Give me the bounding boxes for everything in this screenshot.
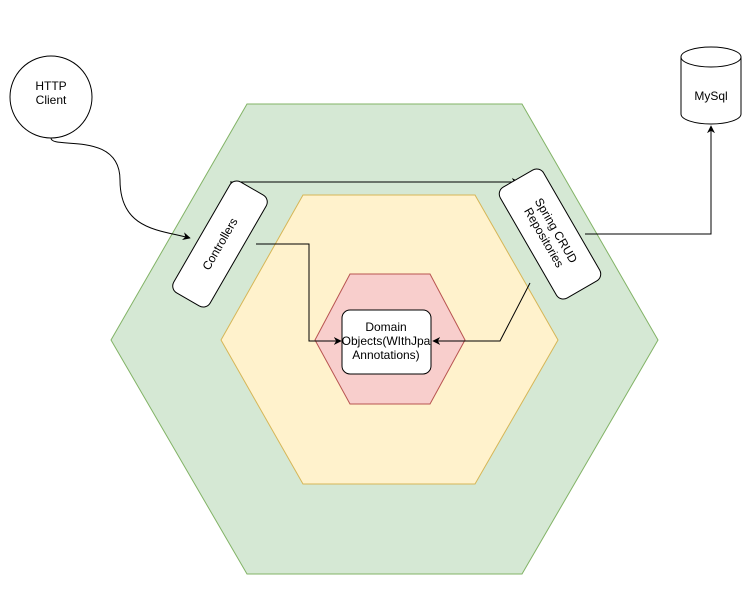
- http-client-node[interactable]: HTTP Client: [9, 55, 93, 139]
- domain-label-line-1: Domain: [365, 320, 406, 334]
- client-to-controllers-edge: [50, 137, 191, 241]
- controllers-to-domain-edge: [256, 243, 342, 345]
- repositories-to-mysql-edge: [585, 125, 715, 235]
- mysql-label: MySql: [694, 89, 727, 103]
- mysql-database-node[interactable]: MySql: [680, 46, 742, 125]
- http-client-label-line-2: Client: [36, 93, 67, 107]
- controllers-node[interactable]: Controllers: [170, 178, 270, 310]
- domain-objects-node[interactable]: Domain Objects(WIthJpa Annotations): [341, 309, 432, 375]
- domain-label-line-3: Annotations): [352, 348, 419, 362]
- repositories-node[interactable]: Spring CRUD Repositories: [496, 166, 603, 302]
- domain-label-line-2: Objects(WIthJpa: [342, 334, 431, 348]
- http-client-label-line-1: HTTP: [35, 79, 66, 93]
- repositories-to-domain-edge: [432, 282, 531, 345]
